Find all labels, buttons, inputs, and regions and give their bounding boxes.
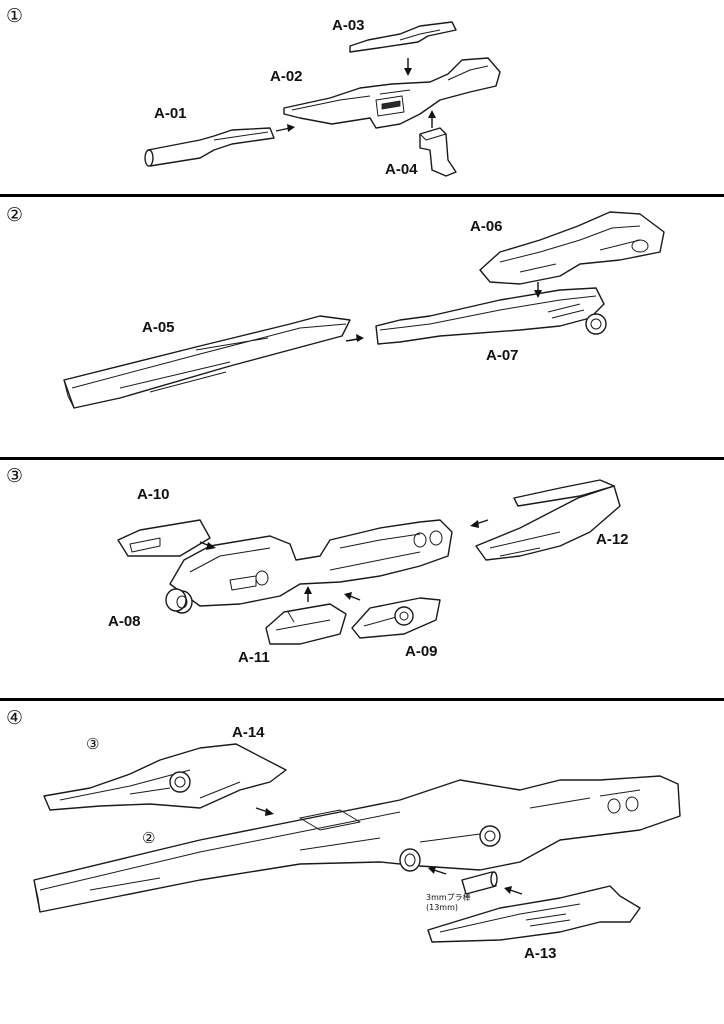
part-a-09-drawing bbox=[351, 597, 441, 639]
label-a-11: A-11 bbox=[238, 649, 270, 666]
step-number-1: ① bbox=[6, 5, 24, 27]
step-number-3: ③ bbox=[6, 465, 24, 487]
step3-arrows bbox=[199, 519, 489, 602]
part-a-07-drawing bbox=[375, 287, 607, 345]
part-a-13-drawing bbox=[427, 885, 641, 943]
sub-assembly-ref-2: ② bbox=[142, 829, 156, 847]
label-a-08: A-08 bbox=[108, 613, 141, 630]
step2-arrows bbox=[345, 282, 542, 342]
label-a-14: A-14 bbox=[232, 724, 265, 741]
label-a-01: A-01 bbox=[154, 105, 187, 122]
label-a-05: A-05 bbox=[142, 319, 175, 336]
rod-3mm-drawing bbox=[461, 871, 498, 895]
rod-note-line-1: 3mmプラ棒 bbox=[426, 893, 471, 902]
label-a-07: A-07 bbox=[486, 347, 519, 364]
part-a-14-drawing bbox=[43, 743, 287, 811]
part-a-10-drawing bbox=[117, 519, 211, 557]
label-a-10: A-10 bbox=[137, 486, 170, 503]
section-divider-1 bbox=[0, 194, 724, 197]
label-a-12: A-12 bbox=[596, 531, 629, 548]
part-a-05-drawing bbox=[63, 315, 351, 409]
part-a-08-drawing bbox=[165, 519, 453, 614]
step1-arrows bbox=[275, 58, 436, 132]
label-a-03: A-03 bbox=[332, 17, 365, 34]
step4-arrows bbox=[255, 807, 523, 895]
part-a-04-drawing bbox=[419, 127, 457, 177]
step-number-4: ④ bbox=[6, 707, 24, 729]
part-a-03-drawing bbox=[349, 21, 457, 53]
label-a-09: A-09 bbox=[405, 643, 438, 660]
assembly-main-drawing bbox=[33, 775, 681, 913]
part-a-02-drawing bbox=[283, 57, 501, 129]
part-a-11-drawing bbox=[265, 603, 347, 645]
label-a-02: A-02 bbox=[270, 68, 303, 85]
step-number-2: ② bbox=[6, 204, 24, 226]
sub-assembly-ref-3: ③ bbox=[86, 735, 100, 753]
part-a-01-drawing bbox=[144, 127, 275, 167]
part-a-06-drawing bbox=[479, 211, 665, 285]
section-divider-3 bbox=[0, 698, 724, 701]
section-divider-2 bbox=[0, 457, 724, 460]
label-a-04: A-04 bbox=[385, 161, 418, 178]
label-a-06: A-06 bbox=[470, 218, 503, 235]
rod-note-line-2: (13mm) bbox=[426, 903, 459, 912]
label-a-13: A-13 bbox=[524, 945, 557, 962]
part-a-12-drawing bbox=[475, 479, 621, 561]
